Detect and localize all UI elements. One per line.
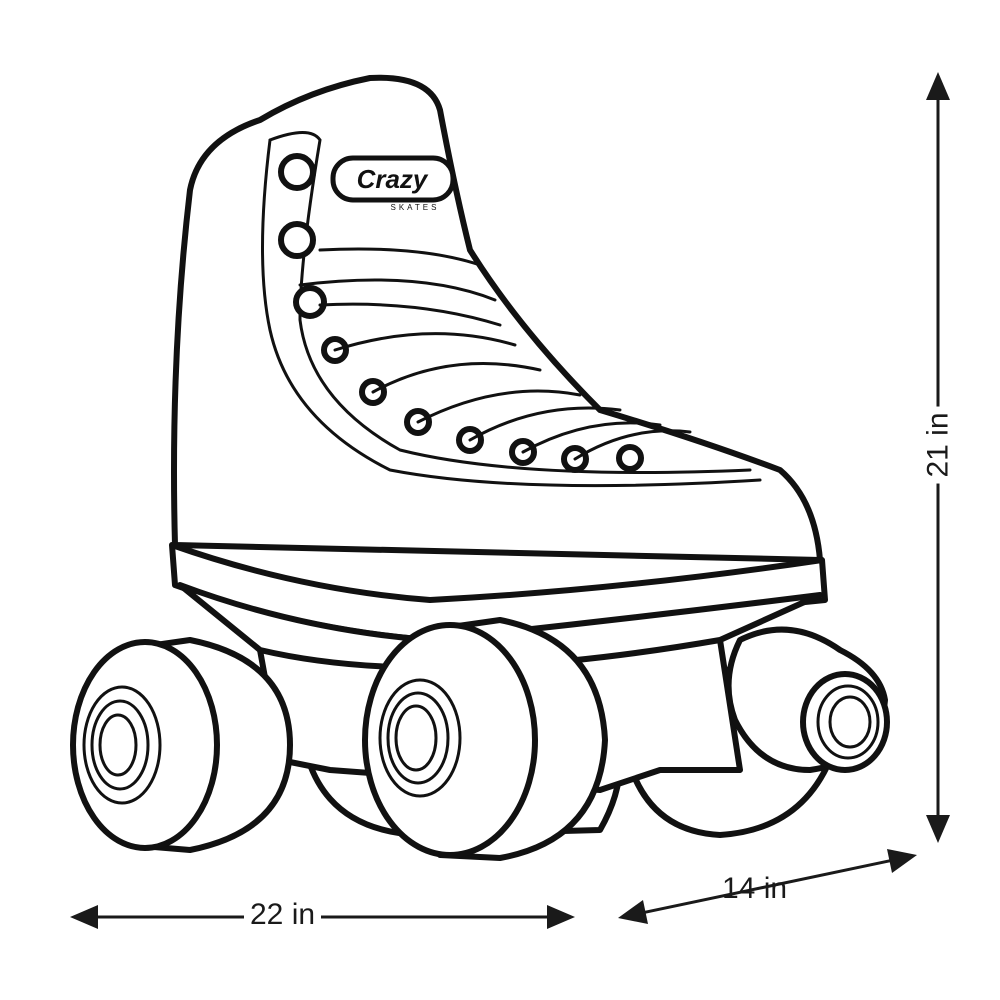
toe-stop [725, 626, 890, 773]
length-label: 22 in [244, 898, 322, 932]
rear-left-wheel [70, 637, 293, 853]
svg-text:Crazy: Crazy [357, 164, 429, 194]
height-label: 21 in [921, 406, 956, 484]
width-dimension-arrow [618, 849, 917, 924]
svg-text:SKATES: SKATES [391, 203, 440, 212]
laces [298, 247, 692, 461]
width-label: 14 in [722, 872, 788, 905]
length-dimension-arrow [70, 905, 575, 929]
brand-logo: Crazy SKATES [330, 155, 456, 212]
front-left-wheel [362, 617, 608, 861]
boot [169, 74, 828, 671]
